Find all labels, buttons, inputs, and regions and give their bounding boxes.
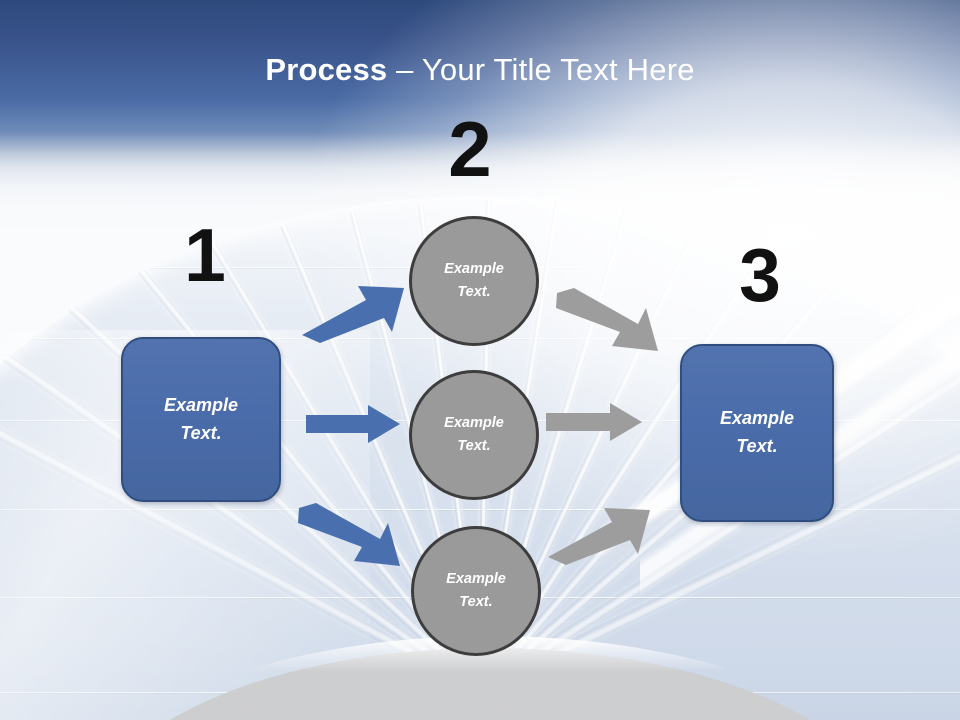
label-line-1: Example	[163, 394, 239, 415]
process-box-right-label: Example Text.	[720, 405, 794, 461]
label-line-2: Text.	[457, 438, 491, 454]
label-line-1: Example	[444, 260, 504, 277]
process-circle-bottom-label: Example Text.	[446, 568, 506, 614]
slide-title-rest: – Your Title Text Here	[387, 52, 695, 87]
step-number-2: 2	[448, 105, 492, 193]
step-number-1: 1	[184, 213, 226, 297]
slide-title-bold: Process	[265, 52, 388, 87]
label-line-2: Text.	[736, 436, 778, 456]
arrow-gray-right	[546, 403, 644, 441]
label-line-2: Text.	[180, 422, 222, 443]
arrow-blue-up-right	[300, 283, 406, 345]
label-line-2: Text.	[459, 594, 493, 610]
process-box-left-label: Example Text.	[164, 392, 238, 448]
label-line-1: Example	[719, 408, 795, 429]
process-circle-bottom[interactable]: Example Text.	[411, 526, 541, 656]
process-circle-middle-label: Example Text.	[444, 412, 504, 458]
label-line-1: Example	[446, 570, 506, 587]
arrow-gray-up-right	[546, 505, 652, 567]
slide-title: Process – Your Title Text Here	[0, 52, 960, 88]
process-circle-top[interactable]: Example Text.	[409, 216, 539, 346]
label-line-2: Text.	[457, 284, 491, 300]
step-number-3: 3	[739, 233, 781, 317]
label-line-1: Example	[444, 414, 504, 431]
arrow-blue-down-right	[296, 503, 402, 569]
arrow-gray-down-right	[554, 288, 660, 354]
process-box-left[interactable]: Example Text.	[121, 337, 281, 502]
process-circle-middle[interactable]: Example Text.	[409, 370, 539, 500]
process-circle-top-label: Example Text.	[444, 258, 504, 304]
process-box-right[interactable]: Example Text.	[680, 344, 834, 522]
arrow-blue-right	[306, 405, 402, 443]
